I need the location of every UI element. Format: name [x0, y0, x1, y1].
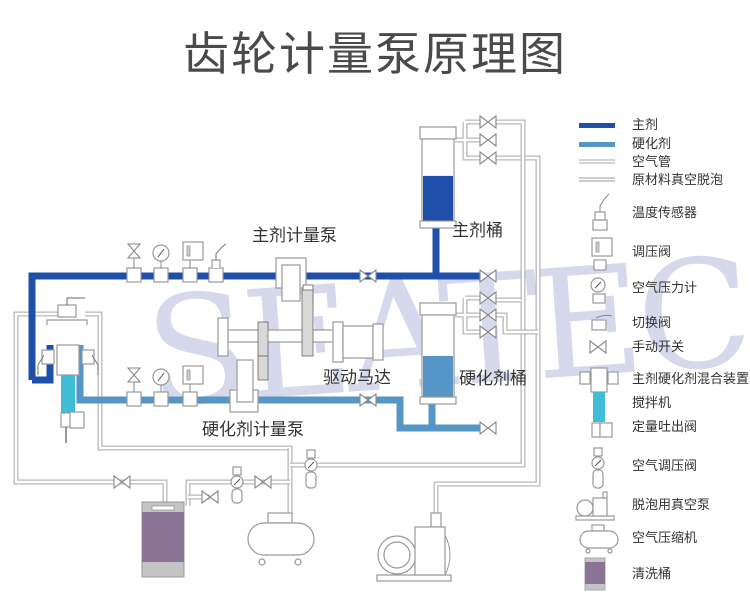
dispense-valve-icon — [591, 422, 613, 438]
main-line-manual-valve — [126, 243, 142, 283]
air-regulator-left — [230, 466, 244, 504]
pressure-regulator-valve-icon — [591, 237, 613, 271]
air-line-valve-left — [113, 475, 131, 489]
air-pipes — [13, 119, 541, 518]
vacuum-pump-icon — [575, 491, 615, 521]
legend: 主剂 硬化剂 空气管 原材料真空脱泡 温度传感器 调压阀 空气压力计 切换阀 手… — [575, 118, 749, 591]
cleaning-bucket — [141, 501, 185, 578]
hardener-tank-liquid — [423, 356, 453, 397]
hardener-pump-label: 硬化剂计量泵 — [202, 420, 304, 440]
hardener-metering-pump — [229, 359, 259, 413]
gear-train — [217, 289, 384, 381]
air-regulator-icon — [591, 447, 605, 489]
air-compressor-icon — [579, 524, 619, 554]
main-tank — [419, 126, 457, 229]
legend-label: 手动开关 — [632, 340, 684, 355]
legend-label: 主剂 — [632, 118, 658, 133]
hardener-line-pressure-gauge — [152, 368, 170, 407]
main-line-temperature-sensor — [208, 243, 227, 283]
mixer-icon — [593, 392, 605, 422]
legend-label: 切换阀 — [632, 316, 671, 331]
diagram-title: 齿轮计量泵原理图 — [183, 27, 567, 81]
hardener-line-icon — [579, 142, 615, 147]
temperature-sensor-icon — [592, 193, 610, 231]
air-line-valve-mid — [254, 475, 272, 489]
legend-label: 空气调压阀 — [632, 458, 697, 474]
main-pump-label: 主剂计量泵 — [252, 226, 337, 246]
legend-label: 搅拌机 — [632, 395, 671, 411]
air-compressor — [247, 512, 315, 566]
main-tank-label: 主剂桶 — [452, 221, 503, 241]
legend-label: 温度传感器 — [632, 205, 697, 221]
cleaning-valve — [201, 490, 219, 504]
air-regulator-right — [304, 449, 318, 489]
vacuum-pipe-icon — [579, 177, 615, 182]
main-line-pressure-gauge — [152, 244, 170, 283]
hardener-tank — [419, 302, 457, 405]
legend-label: 清洗桶 — [632, 567, 671, 582]
air-pipe-icon — [579, 159, 615, 164]
legend-label: 空气压缩机 — [632, 530, 697, 546]
hardener-line-pressure-regulator — [182, 365, 204, 407]
hardener-tank-drain-valve — [479, 421, 497, 435]
legend-label: 脱泡用真空泵 — [632, 498, 710, 513]
drive-motor-label: 驱动马达 — [323, 368, 391, 388]
main-tank-air-valve-1 — [479, 115, 497, 129]
legend-label: 调压阀 — [632, 245, 671, 260]
air-pressure-gauge-icon — [590, 277, 606, 304]
cleaning-bucket-icon — [584, 557, 606, 591]
switch-valve-icon — [591, 314, 613, 331]
legend-label: 硬化剂 — [632, 137, 671, 152]
main-tank-air-valve-2 — [479, 133, 497, 147]
legend-label: 空气管 — [632, 154, 671, 170]
legend-label: 定量吐出阀 — [632, 420, 697, 435]
main-tank-air-valve-3 — [479, 151, 497, 165]
hardener-line-manual-valve — [126, 367, 142, 407]
main-agent-line-icon — [579, 123, 615, 128]
vacuum-pump — [376, 512, 452, 582]
hardener-tank-label: 硬化剂桶 — [459, 369, 527, 389]
mixing-device-icon — [579, 367, 619, 393]
main-line-pressure-regulator — [182, 241, 204, 283]
legend-label: 空气压力计 — [632, 280, 697, 296]
mixing-device — [37, 297, 99, 443]
legend-label: 主剂硬化剂混合装置 — [632, 372, 749, 387]
static-mixer — [61, 375, 75, 413]
main-tank-liquid — [423, 175, 453, 221]
legend-label: 原材料真空脱泡 — [632, 173, 723, 188]
